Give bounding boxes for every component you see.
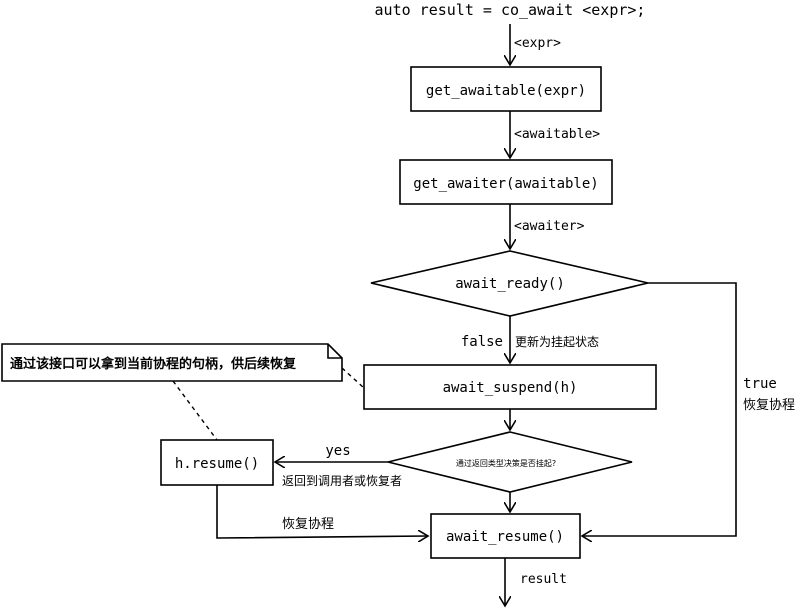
arrow-true	[582, 282, 737, 536]
edge-label-true-note: 恢复协程	[743, 398, 795, 413]
await-suspend-label: await_suspend(h)	[443, 380, 578, 396]
await-resume-box	[430, 513, 581, 559]
edge-label-false-note: 更新为挂起状态	[515, 334, 599, 349]
edge-label-result: result	[520, 572, 567, 587]
note-connector-suspend	[341, 367, 365, 389]
get-awaitable-box	[410, 66, 602, 112]
edge-label-awaitable: <awaitable>	[514, 127, 600, 142]
edge-label-false: false	[461, 334, 503, 350]
await-suspend-box	[363, 364, 657, 410]
edge-label-true: true	[743, 376, 777, 392]
get-awaiter-label: get_awaiter(awaitable)	[413, 176, 598, 192]
edge-label-yes-note: 返回到调用者或恢复者	[282, 474, 402, 488]
get-awaiter-box	[399, 159, 613, 205]
note-box	[1, 343, 343, 382]
note-connector-resume	[172, 380, 218, 441]
note-text: 通过该接口可以拿到当前协程的句柄，供后续恢复	[10, 356, 297, 372]
h-resume-label: h.resume()	[175, 456, 259, 472]
get-awaitable-label: get_awaitable(expr)	[426, 83, 586, 99]
await-ready-label: await_ready()	[455, 276, 565, 292]
edge-label-awaiter: <awaiter>	[514, 219, 585, 234]
edge-label-expr: <expr>	[514, 36, 561, 51]
note-fold	[327, 344, 342, 359]
edge-label-yes: yes	[325, 443, 350, 459]
top-statement: auto result = co_await <expr>;	[375, 1, 646, 19]
arrow-resume	[216, 485, 428, 538]
suspend-decision-label: 通过返回类型决策是否挂起?	[456, 458, 556, 468]
await-resume-label: await_resume()	[446, 529, 564, 545]
edge-label-resume-note: 恢复协程	[282, 517, 334, 532]
h-resume-box	[160, 439, 274, 486]
